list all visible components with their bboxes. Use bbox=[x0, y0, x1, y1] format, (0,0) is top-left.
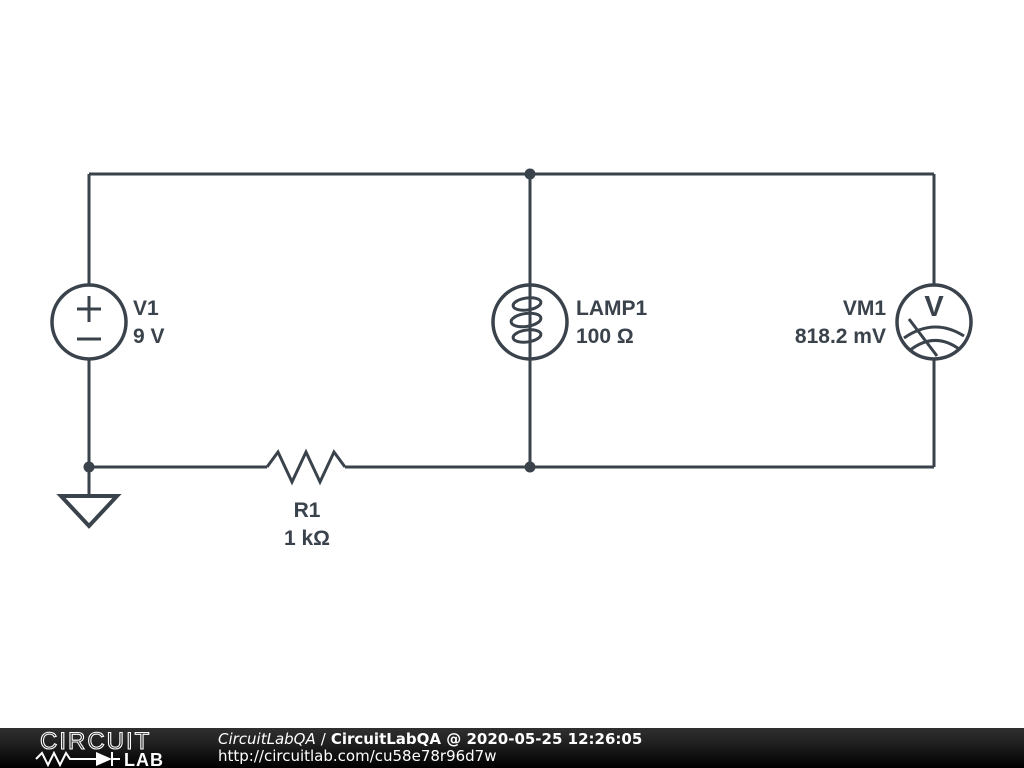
junction-dot bbox=[524, 461, 536, 473]
label-lamp1: LAMP1 100 Ω bbox=[576, 295, 647, 351]
logo-resistor-icon bbox=[35, 750, 96, 767]
voltage-source-symbol bbox=[50, 283, 128, 361]
voltage-source-body bbox=[50, 283, 128, 361]
component-name: V1 bbox=[133, 297, 159, 320]
author-name: CircuitLabQA bbox=[218, 730, 316, 748]
junction-dot bbox=[524, 168, 536, 180]
plus-icon bbox=[77, 296, 101, 322]
voltmeter-symbol: V bbox=[895, 283, 973, 361]
label-vm1: VM1 818.2 mV bbox=[795, 295, 886, 351]
logo-lab-text: LAB bbox=[124, 750, 164, 767]
logo-circuit-text: CIRCUIT bbox=[40, 729, 151, 755]
wire-net bbox=[87, 172, 936, 469]
label-v1: V1 9 V bbox=[133, 295, 165, 351]
meter-scale-arc bbox=[903, 325, 965, 340]
footer-bar: CIRCUIT LAB CircuitLabQA/CircuitLabQA @ … bbox=[0, 728, 1024, 768]
title-timestamp: CircuitLabQA @ 2020-05-25 12:26:05 bbox=[330, 730, 643, 748]
resistor-symbol bbox=[265, 448, 347, 486]
footer-attribution: CircuitLabQA/CircuitLabQA @ 2020-05-25 1… bbox=[218, 731, 642, 765]
resistor-zigzag bbox=[265, 448, 347, 486]
logo-diode-bar bbox=[111, 752, 120, 766]
lamp-filament-coil bbox=[511, 328, 543, 344]
separator: / bbox=[320, 730, 326, 748]
component-name: R1 bbox=[293, 499, 321, 522]
ground-symbol bbox=[56, 467, 122, 529]
logo-diode-icon bbox=[96, 752, 112, 766]
attribution-line: CircuitLabQA/CircuitLabQA @ 2020-05-25 1… bbox=[218, 731, 642, 748]
circuit-schematic: V bbox=[50, 168, 973, 529]
component-value: 1 kΩ bbox=[283, 527, 331, 550]
component-value: 9 V bbox=[133, 325, 165, 348]
label-r1: R1 1 kΩ bbox=[284, 497, 330, 553]
meter-needle bbox=[907, 318, 939, 357]
meter-scale-arc bbox=[908, 339, 960, 353]
junction-dots bbox=[83, 168, 536, 473]
lamp-filament-coil bbox=[509, 311, 543, 329]
junction-dot bbox=[83, 461, 95, 473]
component-name: LAMP1 bbox=[576, 297, 648, 320]
lamp-filament-coil bbox=[511, 296, 543, 312]
voltmeter-v-glyph: V bbox=[924, 291, 944, 323]
share-url: http://circuitlab.com/cu58e78r96d7w bbox=[218, 747, 497, 765]
circuitlab-logo: CIRCUIT LAB bbox=[35, 729, 164, 767]
component-value: 818.2 mV bbox=[794, 325, 886, 348]
voltmeter-body bbox=[895, 283, 973, 361]
lamp-symbol bbox=[491, 283, 569, 361]
component-name: VM1 bbox=[842, 297, 886, 320]
ground-triangle bbox=[56, 494, 122, 529]
component-value: 100 Ω bbox=[576, 325, 634, 348]
